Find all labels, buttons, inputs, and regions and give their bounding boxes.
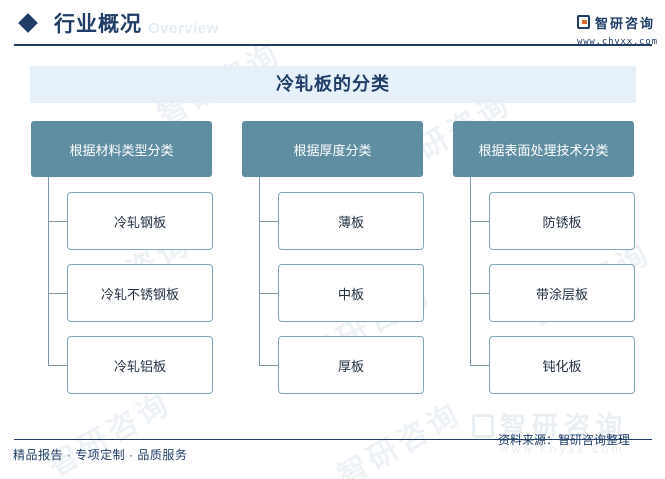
logo-url: www.chyxx.com — [577, 37, 658, 47]
page-subtitle: Overview — [148, 20, 219, 37]
category-item: 中板 — [278, 264, 424, 322]
connector-line — [259, 221, 278, 222]
connector-line — [48, 293, 67, 294]
connector-line — [470, 293, 489, 294]
diagram-title: 冷轧板的分类 — [30, 66, 636, 103]
watermark-text: 智研咨询 — [500, 411, 629, 441]
connector-line — [259, 365, 278, 366]
footer-slogan: 精品报告 · 专项定制 · 品质服务 — [13, 448, 188, 462]
category-header-thickness: 根据厚度分类 — [242, 121, 423, 177]
connector-line — [470, 365, 489, 366]
page-title: 行业概况 — [54, 13, 142, 36]
connector-line — [470, 221, 489, 222]
category-item: 防锈板 — [489, 192, 635, 250]
watermark-url: www.chyxx.com — [500, 442, 625, 456]
logo-icon — [472, 414, 494, 438]
logo-name: 智研咨询 — [595, 16, 656, 31]
connector-line — [259, 293, 278, 294]
category-item: 厚板 — [278, 336, 424, 394]
connector-line — [48, 177, 49, 365]
category-header-surface: 根据表面处理技术分类 — [453, 121, 634, 177]
category-item: 冷轧不锈钢板 — [67, 264, 213, 322]
header-divider — [14, 44, 652, 46]
brand-logo: 智研咨询 www.chyxx.com — [577, 14, 657, 47]
category-item: 钝化板 — [489, 336, 635, 394]
connector-line — [470, 177, 471, 365]
connector-line — [48, 221, 67, 222]
category-header-material: 根据材料类型分类 — [31, 121, 212, 177]
watermark-text: 智研咨询 — [332, 396, 467, 479]
category-item: 带涂层板 — [489, 264, 635, 322]
source-note: 资料来源：智研咨询整理 — [498, 433, 631, 447]
connector-line — [48, 365, 67, 366]
category-item: 冷轧钢板 — [67, 192, 213, 250]
footer-divider — [14, 439, 652, 440]
category-item: 冷轧铝板 — [67, 336, 213, 394]
diamond-icon — [18, 13, 38, 33]
logo-icon — [577, 15, 590, 29]
watermark-logo: 智研咨询 www.chyxx.com — [468, 410, 658, 460]
connector-line — [259, 177, 260, 365]
category-item: 薄板 — [278, 192, 424, 250]
